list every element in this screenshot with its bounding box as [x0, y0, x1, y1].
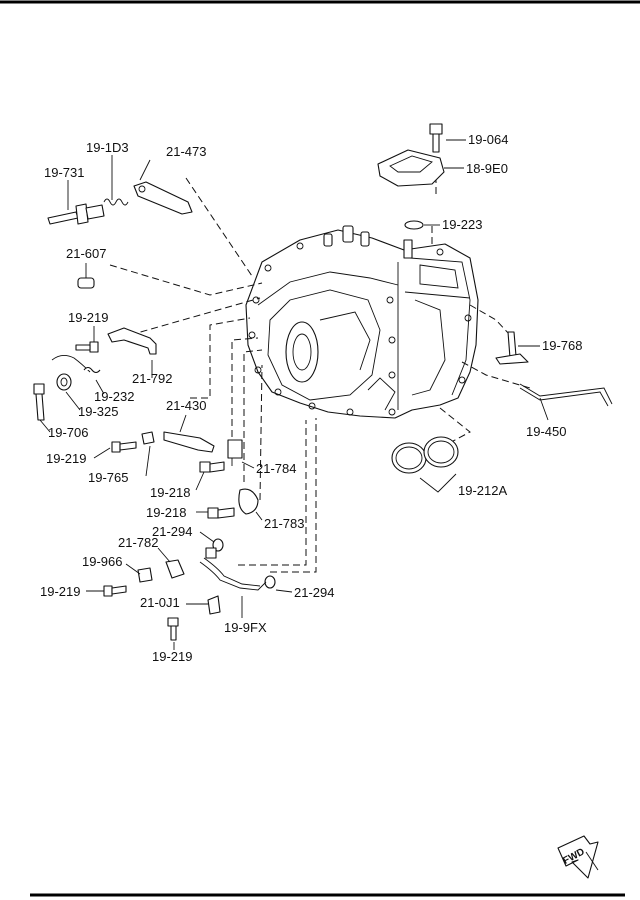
- part-21-473-lever: [133, 181, 193, 215]
- label-19-1d3: 19-1D3: [86, 140, 129, 155]
- part-19-966-clip: [137, 567, 153, 583]
- label-19-450: 19-450: [526, 424, 566, 439]
- label-21-607: 21-607: [66, 246, 106, 261]
- part-19-1d3-spring: [103, 198, 129, 206]
- label-21-782: 21-782: [118, 535, 158, 550]
- part-19-731-shaft: [47, 203, 105, 225]
- part-21-607-pin: [77, 277, 95, 289]
- label-21-792: 21-792: [132, 371, 172, 386]
- part-19-9fx-pipe: [199, 547, 267, 591]
- fwd-arrow-icon: [585, 851, 599, 871]
- label-19-218-a: 19-218: [150, 485, 190, 500]
- label-21-784: 21-784: [256, 461, 296, 476]
- part-19-218-bolt-a: [199, 461, 225, 473]
- part-18-9e0-sensor: [377, 149, 445, 187]
- part-19-219-bolt-upper: [75, 341, 99, 353]
- label-19-212a: 19-212A: [458, 483, 507, 498]
- label-21-473: 21-473: [166, 144, 206, 159]
- part-19-064-bolt: [429, 123, 443, 153]
- label-21-430: 21-430: [166, 398, 206, 413]
- label-21-0j1: 21-0J1: [140, 595, 180, 610]
- part-19-768-lever: [495, 331, 529, 365]
- label-19-232: 19-232: [94, 389, 134, 404]
- label-21-294-a: 21-294: [152, 524, 192, 539]
- part-19-218-bolt-b: [207, 507, 235, 519]
- part-19-325-washer: [56, 373, 72, 391]
- part-19-219-bolt-lower: [103, 585, 127, 597]
- part-21-294-clamp-b: [264, 575, 276, 589]
- part-21-784-sensor: [227, 439, 243, 466]
- assembly-dashed-lines: [109, 176, 531, 573]
- part-19-706-bolt: [33, 383, 45, 421]
- label-19-9fx: 19-9FX: [224, 620, 267, 635]
- label-19-218-b: 19-218: [146, 505, 186, 520]
- label-19-765: 19-765: [88, 470, 128, 485]
- transmission-case: [245, 225, 479, 419]
- label-21-294-b: 21-294: [294, 585, 334, 600]
- part-19-450-cable: [519, 383, 613, 407]
- label-19-731: 19-731: [44, 165, 84, 180]
- label-19-768: 19-768: [542, 338, 582, 353]
- part-21-792-bracket: [107, 327, 157, 355]
- part-19-219-bolt-middle: [111, 441, 137, 453]
- part-19-219-bolt-bottom: [167, 617, 179, 641]
- label-19-966: 19-966: [82, 554, 122, 569]
- part-19-223-oring: [404, 220, 424, 230]
- part-21-430-switch: [163, 431, 215, 453]
- label-19-706: 19-706: [48, 425, 88, 440]
- part-19-765-clip: [141, 431, 155, 445]
- part-21-0j1-bracket: [207, 595, 221, 615]
- label-19-064: 19-064: [468, 132, 508, 147]
- label-18-9e0: 18-9E0: [466, 161, 508, 176]
- part-19-232-wire: [51, 355, 101, 374]
- part-21-783-plate: [238, 488, 259, 515]
- label-19-325: 19-325: [78, 404, 118, 419]
- part-21-782-connector: [165, 559, 185, 579]
- label-19-219-d: 19-219: [152, 649, 192, 664]
- label-19-219-b: 19-219: [46, 451, 86, 466]
- label-19-219-a: 19-219: [68, 310, 108, 325]
- part-19-212a-seals: [391, 436, 459, 474]
- leader-lines: [39, 139, 549, 650]
- callout-labels: 19-064 18-9E0 19-223 19-768 19-450 19-21…: [40, 132, 582, 664]
- label-19-223: 19-223: [442, 217, 482, 232]
- label-19-219-c: 19-219: [40, 584, 80, 599]
- fwd-direction-badge: FWD: [557, 835, 599, 879]
- label-21-783: 21-783: [264, 516, 304, 531]
